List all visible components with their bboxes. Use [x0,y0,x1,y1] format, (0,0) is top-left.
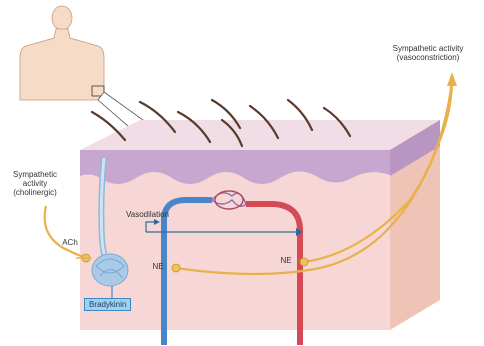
label-sympathetic-cholinergic: Sympathetic activity (cholinergic) [4,170,66,197]
arrow-up-icon [447,72,457,86]
label-sympathetic-vasoconstriction: Sympathetic activity (vasoconstriction) [386,44,470,62]
label-vasodilation: Vasodilation [126,210,196,219]
skin-block [80,120,440,330]
label-ne-right: NE [276,256,296,265]
cholinergic-nerve [45,206,86,258]
human-figure-icon [20,6,104,100]
label-ne-left: NE [148,262,168,271]
label-bradykinin: Bradykinin [84,298,131,311]
label-ach: ACh [58,238,82,247]
